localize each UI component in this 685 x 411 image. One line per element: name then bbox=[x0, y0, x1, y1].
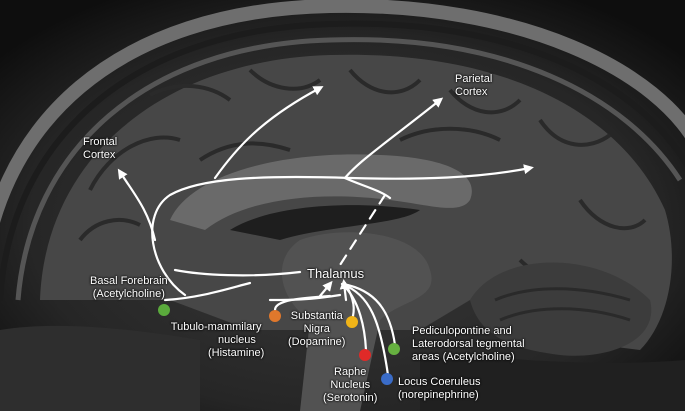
label-parietal-cortex: Parietal Cortex bbox=[455, 73, 492, 99]
pedunculopontine-dot bbox=[388, 343, 400, 355]
tubulo-line-1: Tubulo-mammilary bbox=[170, 321, 262, 333]
raphe-line-1: Raphe bbox=[334, 366, 367, 378]
raphe-line-2: Nucleus bbox=[330, 379, 371, 391]
pathway-frontal bbox=[117, 168, 157, 242]
scalp-outline bbox=[0, 0, 685, 224]
label-thalamus: Thalamus bbox=[307, 266, 365, 281]
pathway-dashed bbox=[338, 193, 387, 267]
label-substantia-nigra: Substantia Nigra (Dopamine) bbox=[288, 310, 345, 349]
locus-line-2: (norepinephrine) bbox=[398, 389, 479, 401]
label-basal-forebrain: Basal Forebrain (Acetylcholine) bbox=[90, 275, 168, 301]
basal-line-1: Basal Forebrain bbox=[90, 275, 168, 287]
frontal-line-2: Cortex bbox=[83, 149, 116, 161]
locus-coeruleus-dot bbox=[381, 373, 393, 385]
pathway-parietal bbox=[343, 97, 444, 180]
basal-line-2: (Acetylcholine) bbox=[92, 288, 165, 300]
pedunculo-line-1: Pediculopontine and bbox=[412, 325, 512, 337]
label-tubulo-mammilary: Tubulo-mammilary nucleus (Histamine) bbox=[168, 321, 264, 360]
basal-forebrain-dot bbox=[158, 304, 170, 316]
parietal-line-1: Parietal bbox=[455, 73, 493, 85]
substantia-line-2: Nigra bbox=[303, 323, 330, 335]
label-raphe-nucleus: Raphe Nucleus (Serotonin) bbox=[323, 366, 377, 405]
label-locus-coeruleus: Locus Coeruleus (norepinephrine) bbox=[398, 376, 481, 402]
tubulo-line-2: nucleus bbox=[218, 334, 256, 346]
label-frontal-cortex: Frontal Cortex bbox=[83, 136, 117, 162]
label-pedunculopontine: Pediculopontine and Laterodorsal tegment… bbox=[412, 325, 525, 364]
raphe-line-3: (Serotonin) bbox=[323, 392, 378, 404]
corpus-callosum bbox=[170, 154, 472, 230]
pedunculo-line-2: Laterodorsal tegmental bbox=[412, 338, 525, 350]
pathway-upper-branch bbox=[213, 86, 324, 180]
frontal-line-1: Frontal bbox=[83, 136, 118, 148]
raphe-nucleus-dot bbox=[359, 349, 371, 361]
substantia-line-1: Substantia bbox=[290, 310, 343, 322]
tubulo-mammilary-dot bbox=[269, 310, 281, 322]
tubulo-line-3: (Histamine) bbox=[208, 347, 265, 359]
pathway-thalamus-arrow bbox=[318, 280, 333, 298]
parietal-line-2: Cortex bbox=[455, 86, 488, 98]
substantia-line-3: (Dopamine) bbox=[288, 336, 346, 348]
substantia-nigra-dot bbox=[346, 316, 358, 328]
pedunculo-line-3: areas (Acetylcholine) bbox=[412, 351, 515, 363]
pathway-main-trunk bbox=[151, 164, 534, 297]
locus-line-1: Locus Coeruleus bbox=[398, 376, 481, 388]
